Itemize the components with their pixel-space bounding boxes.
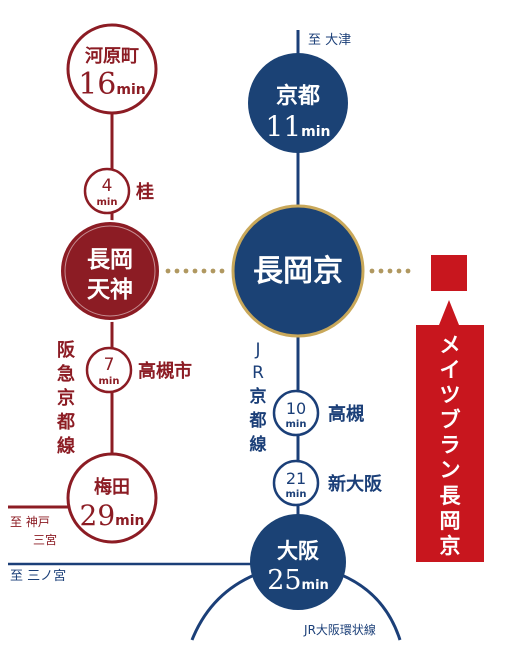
station-katsura: 4 min 桂 (83, 167, 154, 215)
line-name-char: 都 (56, 412, 75, 433)
station-takatsukishi: 7 min 高槻市 (85, 346, 192, 394)
hankyu-line-name: 阪 急 京 都 線 (56, 339, 76, 457)
dest-kobe: 至 神戸 (10, 515, 50, 529)
dest-sannomiya-jr: 至 三ノ宮 (10, 568, 66, 584)
banner-char: ン (440, 458, 461, 482)
property-marker (431, 255, 467, 291)
dest-sannomiya-hankyu: 三宮 (33, 532, 57, 547)
station-nagaokakyo: 長岡京 (231, 204, 365, 338)
travel-time-minutes: 21 (286, 469, 306, 488)
station-name: 新大阪 (328, 473, 383, 495)
banner-char: イ (440, 358, 461, 382)
line-name-char: R (252, 363, 264, 383)
transfer-dots-right (369, 268, 411, 274)
station-shin-osaka: 21 min 新大阪 (272, 459, 383, 507)
travel-time-unit: min (286, 419, 307, 430)
station-name: 高槻 (328, 403, 364, 425)
station-name: 河原町 (85, 46, 139, 67)
banner-char: ツ (440, 383, 461, 407)
line-name-char: 都 (249, 410, 267, 431)
transfer-dots-left (165, 268, 225, 274)
property-banner: メ イ ツ ブ ラ ン 長 岡 京 (416, 300, 484, 562)
banner-char: 長 (440, 484, 462, 508)
station-nagaoka-tenjin: 長岡 天神 (59, 220, 161, 322)
station-name: 大阪 (277, 539, 320, 563)
banner-char: メ (440, 333, 461, 357)
banner-char: 岡 (440, 509, 461, 533)
travel-time: 11min (266, 110, 331, 143)
station-takatsuki: 10 min 高槻 (272, 389, 364, 437)
station-name: 高槻市 (138, 360, 192, 382)
travel-time-unit: min (99, 376, 120, 387)
line-name-char: 京 (250, 386, 267, 407)
travel-time: 16min (78, 67, 146, 102)
station-name: 桂 (135, 181, 154, 203)
station-name: 長岡京 (253, 254, 343, 289)
banner-char: ラ (440, 433, 461, 457)
banner-char: ブ (440, 408, 461, 432)
travel-time-unit: min (97, 197, 118, 208)
travel-time-unit: min (286, 489, 307, 500)
dest-otsu: 至 大津 (308, 33, 351, 48)
line-name-char: 線 (250, 434, 267, 455)
travel-time: 29min (80, 499, 145, 532)
line-name-char: J (254, 340, 260, 360)
banner-char: 京 (440, 534, 461, 558)
station-name: 京都 (276, 83, 320, 109)
line-name-char: 京 (57, 387, 75, 409)
station-kyoto: 京都 11min (248, 53, 348, 153)
jr-line-name: J R 京 都 線 (249, 340, 267, 455)
station-name-line2: 天神 (87, 276, 133, 303)
station-name: 梅田 (94, 476, 130, 498)
loop-line-label: JR大阪環状線 (303, 622, 376, 637)
line-name-char: 線 (57, 435, 75, 457)
line-name-char: 阪 (57, 339, 76, 361)
station-umeda: 梅田 29min (66, 452, 158, 544)
station-osaka: 大阪 25min (250, 514, 346, 610)
travel-time-minutes: 4 (102, 176, 113, 196)
travel-time: 25min (267, 565, 329, 596)
station-name-line1: 長岡 (87, 247, 133, 273)
travel-time-minutes: 10 (286, 399, 306, 418)
travel-time-minutes: 7 (104, 355, 115, 375)
line-name-char: 急 (57, 363, 75, 385)
station-kawaramachi: 河原町 16min (66, 23, 158, 115)
